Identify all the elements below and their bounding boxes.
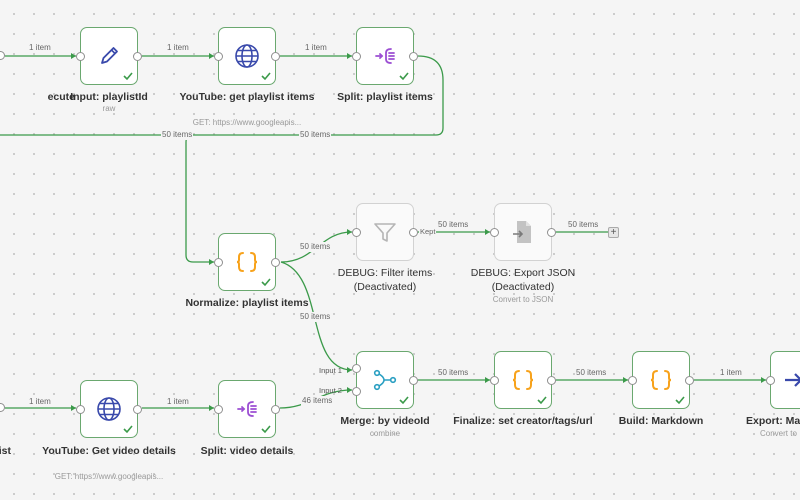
input-port[interactable] <box>628 375 637 385</box>
input-port[interactable] <box>352 227 361 237</box>
node-subtitle: Convert to JSON <box>492 295 554 304</box>
output-port[interactable] <box>271 404 280 414</box>
node-label: YouTube: Get video details <box>42 445 176 457</box>
node-finalize-set-creator[interactable] <box>490 351 556 409</box>
node-merge-by-videoid[interactable] <box>352 351 418 409</box>
node-subtitle: combine <box>369 429 401 438</box>
edge-label: 1 item <box>28 43 52 53</box>
output-port[interactable] <box>271 51 280 61</box>
execute-output-port[interactable] <box>0 51 5 60</box>
node-split-video-details[interactable] <box>214 380 280 438</box>
output-port[interactable] <box>271 257 280 267</box>
edge-label: 50 items <box>299 130 332 140</box>
edge-label: 50 items <box>299 312 332 322</box>
input-port-2[interactable] <box>352 386 361 396</box>
node-normalize-playlist-items[interactable] <box>214 233 280 291</box>
node-label: Split: playlist items <box>337 91 433 103</box>
input-port[interactable] <box>214 257 223 267</box>
node-label: Build: Markdown <box>618 415 704 427</box>
node-label: Input: playlistId <box>70 91 148 103</box>
export-arrow-icon <box>783 365 800 395</box>
node-label: Merge: by videoId <box>340 415 430 427</box>
input-port[interactable] <box>214 404 223 414</box>
output-port[interactable] <box>547 227 556 237</box>
braces-icon <box>232 247 262 277</box>
file-export-icon <box>508 217 538 247</box>
check-icon <box>261 278 271 287</box>
output-port[interactable] <box>685 375 694 385</box>
node-youtube-get-playlist-items[interactable] <box>214 27 280 85</box>
node-label: Export: Mar <box>746 415 800 427</box>
edge-label: 1 item <box>166 43 190 53</box>
node-label: Split: video details <box>200 445 294 457</box>
check-icon <box>261 72 271 81</box>
merge-input-label-1: Input 1 <box>319 366 342 375</box>
input-port[interactable] <box>352 51 361 61</box>
node-label: YouTube: get playlist items <box>179 91 315 103</box>
globe-icon <box>232 41 262 71</box>
edge-label: 50 items <box>575 368 608 378</box>
braces-icon <box>646 365 676 395</box>
edge-label: 50 items <box>299 242 332 252</box>
node-subtitle: GET: https://www.googleapis... <box>192 118 302 127</box>
input-port[interactable] <box>490 375 499 385</box>
braces-icon <box>508 365 538 395</box>
output-port[interactable] <box>409 375 418 385</box>
pencil-icon <box>94 41 124 71</box>
edge-label: 50 items <box>161 130 194 140</box>
node-label: ecute <box>47 91 75 103</box>
node-subtitle: Convert to <box>760 429 797 438</box>
input-port[interactable] <box>214 51 223 61</box>
edge-label: 46 items <box>301 396 334 406</box>
node-export-markdown[interactable] <box>766 351 800 409</box>
node-label: DEBUG: Export JSON (Deactivated) <box>470 267 576 293</box>
filter-icon <box>370 217 400 247</box>
edge-label: 50 items <box>567 220 600 230</box>
output-port[interactable] <box>133 51 142 61</box>
edge-label-kept: Kept <box>419 227 437 237</box>
input-port[interactable] <box>766 375 775 385</box>
input-port[interactable] <box>76 51 85 61</box>
left-node-output-port[interactable] <box>0 403 5 412</box>
output-port[interactable] <box>409 51 418 61</box>
split-icon <box>232 394 262 424</box>
check-icon <box>123 72 133 81</box>
merge-input-label-2: Input 2 <box>319 386 342 395</box>
node-subtitle: raw <box>102 104 116 113</box>
input-port[interactable] <box>490 227 499 237</box>
node-label: ist <box>0 445 11 457</box>
edge-label: 1 item <box>304 43 328 53</box>
node-build-markdown[interactable] <box>628 351 694 409</box>
edge-label: 1 item <box>719 368 743 378</box>
add-node-button[interactable]: + <box>608 227 619 238</box>
output-port[interactable] <box>547 375 556 385</box>
globe-icon <box>94 394 124 424</box>
node-label: Finalize: set creator/tags/url <box>453 415 593 427</box>
check-icon <box>675 396 685 405</box>
output-port[interactable] <box>133 404 142 414</box>
node-label: DEBUG: Filter items (Deactivated) <box>337 267 433 293</box>
node-split-playlist-items[interactable] <box>352 27 418 85</box>
edge-label: 1 item <box>28 397 52 407</box>
node-debug-export-json[interactable] <box>490 203 556 261</box>
check-icon <box>261 425 271 434</box>
check-icon <box>399 72 409 81</box>
edge-label: 50 items <box>437 220 470 230</box>
split-icon <box>370 41 400 71</box>
check-icon <box>399 396 409 405</box>
node-label: Normalize: playlist items <box>185 297 309 309</box>
edge-label: 50 items <box>437 368 470 378</box>
edge-label: 1 item <box>166 397 190 407</box>
node-input-playlistid[interactable] <box>76 27 142 85</box>
input-port-1[interactable] <box>352 364 361 374</box>
node-subtitle: GET: https://www.googleapis... <box>54 472 164 481</box>
check-icon <box>123 425 133 434</box>
node-debug-filter-items[interactable] <box>352 203 418 261</box>
check-icon <box>537 396 547 405</box>
input-port[interactable] <box>76 404 85 414</box>
node-youtube-get-video-details[interactable] <box>76 380 142 438</box>
output-port[interactable] <box>409 227 418 237</box>
merge-icon <box>370 365 400 395</box>
